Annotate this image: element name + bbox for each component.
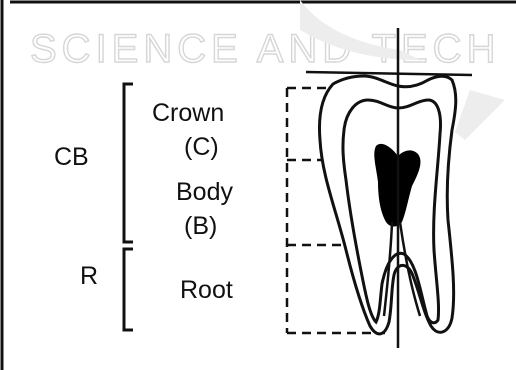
body-label: Body (176, 178, 233, 206)
tooth-illustration (320, 76, 456, 334)
crown-label: Crown (152, 99, 224, 127)
cb-label: CB (54, 143, 89, 171)
crown-abbr-label: (C) (184, 133, 219, 161)
body-abbr-label: (B) (184, 212, 217, 240)
root-label: Root (180, 276, 233, 304)
r-bracket (124, 249, 133, 330)
watermark-arrow (455, 90, 505, 140)
occlusal-plane-line (306, 72, 472, 75)
cb-bracket (124, 84, 133, 242)
r-label: R (80, 262, 98, 290)
watermark-text: SCIENCE AND TECH (30, 27, 500, 71)
